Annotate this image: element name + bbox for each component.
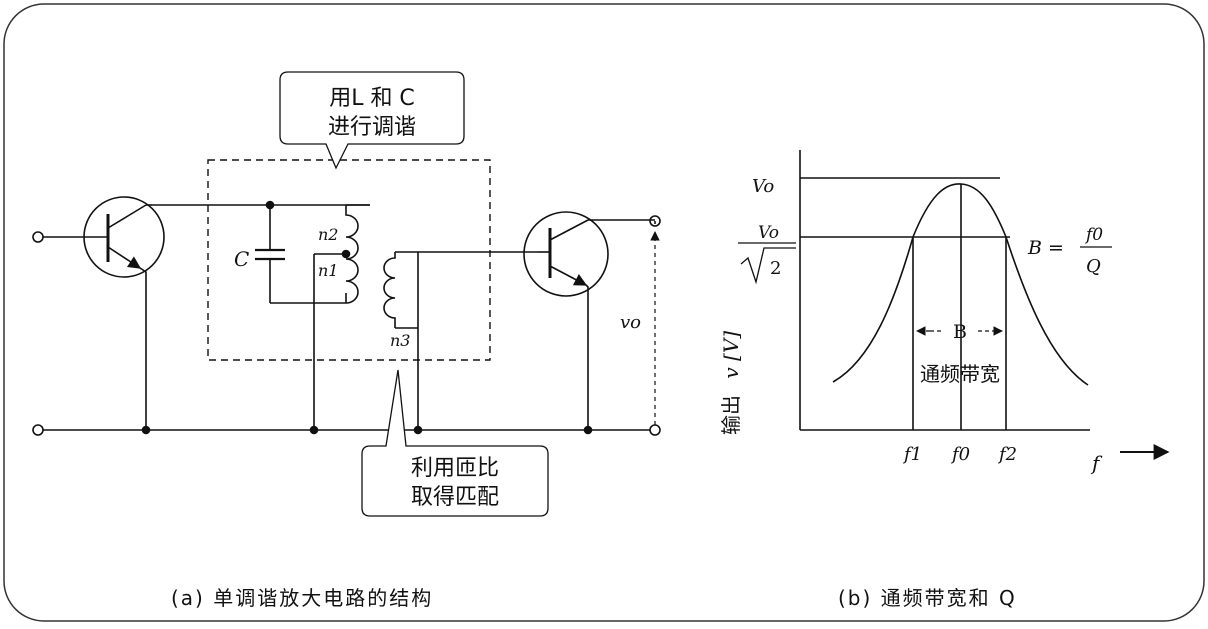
coil-label-n3: n3 xyxy=(390,331,410,350)
output-voltage-label: vo xyxy=(620,312,641,333)
junction-dot xyxy=(265,200,275,210)
y-axis-label-symbol: v [V] xyxy=(719,331,743,379)
response-graph xyxy=(738,150,1170,460)
capacitor xyxy=(255,205,346,304)
tap-dot xyxy=(341,249,351,259)
coil-label-n2: n2 xyxy=(318,225,338,244)
band-text: 通频带宽 xyxy=(920,362,1000,386)
coil-label-n1: n1 xyxy=(318,261,338,280)
input-terminal-top xyxy=(32,231,44,243)
callout-top-box xyxy=(279,71,465,170)
input-terminal-bottom xyxy=(32,424,44,436)
half-power-denominator: 2 xyxy=(770,258,781,279)
junction-dot xyxy=(583,425,593,435)
tick-f2: f2 xyxy=(997,444,1017,465)
junction-dot xyxy=(413,425,423,435)
callout-bottom-box xyxy=(361,369,549,517)
outer-frame xyxy=(3,3,1205,622)
caption-b: (b) 通频带宽和 Q xyxy=(838,586,1017,610)
formula-numerator: f0 xyxy=(1084,225,1103,245)
tuning-dashed-box xyxy=(207,159,491,361)
primary-coil xyxy=(345,204,370,304)
callout-top-line-2: 进行调谐 xyxy=(328,115,416,140)
bandwidth-label: B xyxy=(953,321,967,343)
transistor-1 xyxy=(43,196,165,430)
callout-bottom-line-1: 利用匝比 xyxy=(411,456,499,481)
vo-label: Vo xyxy=(752,176,774,197)
formula-lhs: B = xyxy=(1027,237,1064,259)
capacitor-label: C xyxy=(234,247,249,271)
y-axis-label: 输出 v [V] xyxy=(719,331,743,435)
y-axis-label-cn: 输出 xyxy=(719,395,743,435)
junction-dot xyxy=(141,425,151,435)
transistor-2 xyxy=(523,211,655,430)
secondary-coil xyxy=(383,251,419,430)
half-power-numerator: Vo xyxy=(758,223,779,243)
x-axis-label: f xyxy=(1090,451,1103,475)
callout-bottom-line-2: 取得匹配 xyxy=(411,485,499,510)
formula-denominator: Q xyxy=(1086,256,1101,277)
tick-f1: f1 xyxy=(902,444,922,465)
callout-top-line-1: 用L 和 C xyxy=(329,86,415,111)
caption-a: (a) 单调谐放大电路的结构 xyxy=(171,586,433,610)
junction-dot xyxy=(309,425,319,435)
circuit-diagram xyxy=(32,71,661,517)
tick-f0: f0 xyxy=(950,444,970,465)
response-curve xyxy=(832,183,1089,386)
output-terminal-bottom xyxy=(649,424,661,436)
